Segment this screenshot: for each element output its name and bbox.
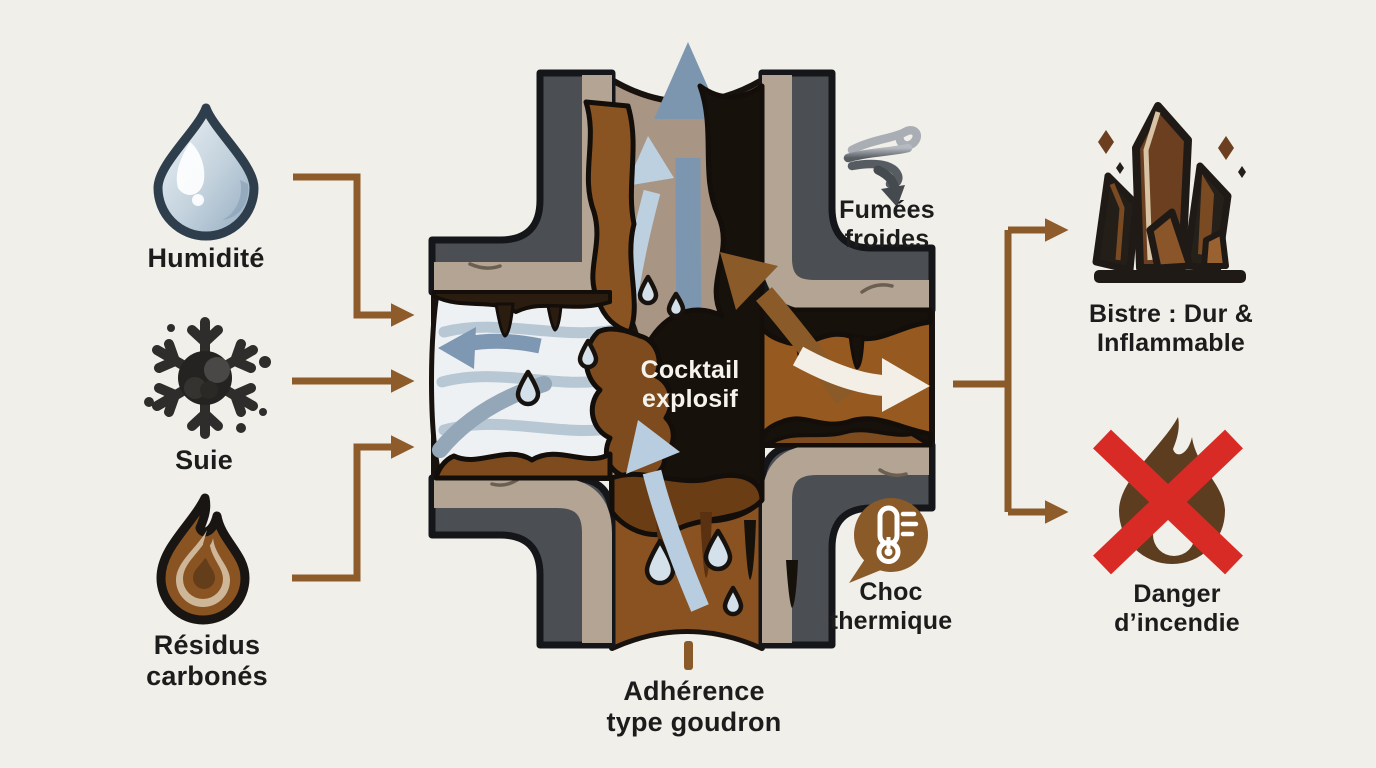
ember-flame-icon (156, 493, 250, 625)
label-danger-incendie: Danger d’incendie (1114, 580, 1240, 637)
label-humidite: Humidité (147, 243, 265, 273)
front-arrows (626, 252, 930, 612)
label-suie: Suie (175, 445, 233, 475)
cold-smoke-icon (843, 126, 921, 207)
arrows-flue-to-effects (953, 218, 1069, 524)
label-residus-carbones: Résidus carbonés (146, 630, 268, 691)
label-choc-thermique: Choc thermique (829, 578, 953, 635)
bistre-crystal-icon (1092, 102, 1246, 283)
cold-air-arrow-left (464, 333, 542, 354)
label-fumees-froides: Fumées froides (839, 196, 935, 253)
condensation-droplets (515, 274, 744, 617)
soot-flake-icon (144, 317, 271, 439)
label-cocktail-explosif: Cocktail explosif (640, 356, 740, 413)
arrow-residus (292, 435, 415, 582)
thermal-shock-icon (849, 498, 928, 583)
adherence-pointer-tick (684, 641, 693, 670)
label-bistre: Bistre : Dur & Inflammable (1089, 300, 1253, 357)
arrows-causes-to-flue (292, 173, 415, 582)
flue-cross-section (428, 42, 936, 651)
crossed-flame-icon (1093, 417, 1243, 575)
label-adherence-goudron: Adhérence type goudron (606, 676, 782, 737)
arrow-humidite (293, 173, 415, 327)
water-drop-icon (153, 103, 259, 241)
